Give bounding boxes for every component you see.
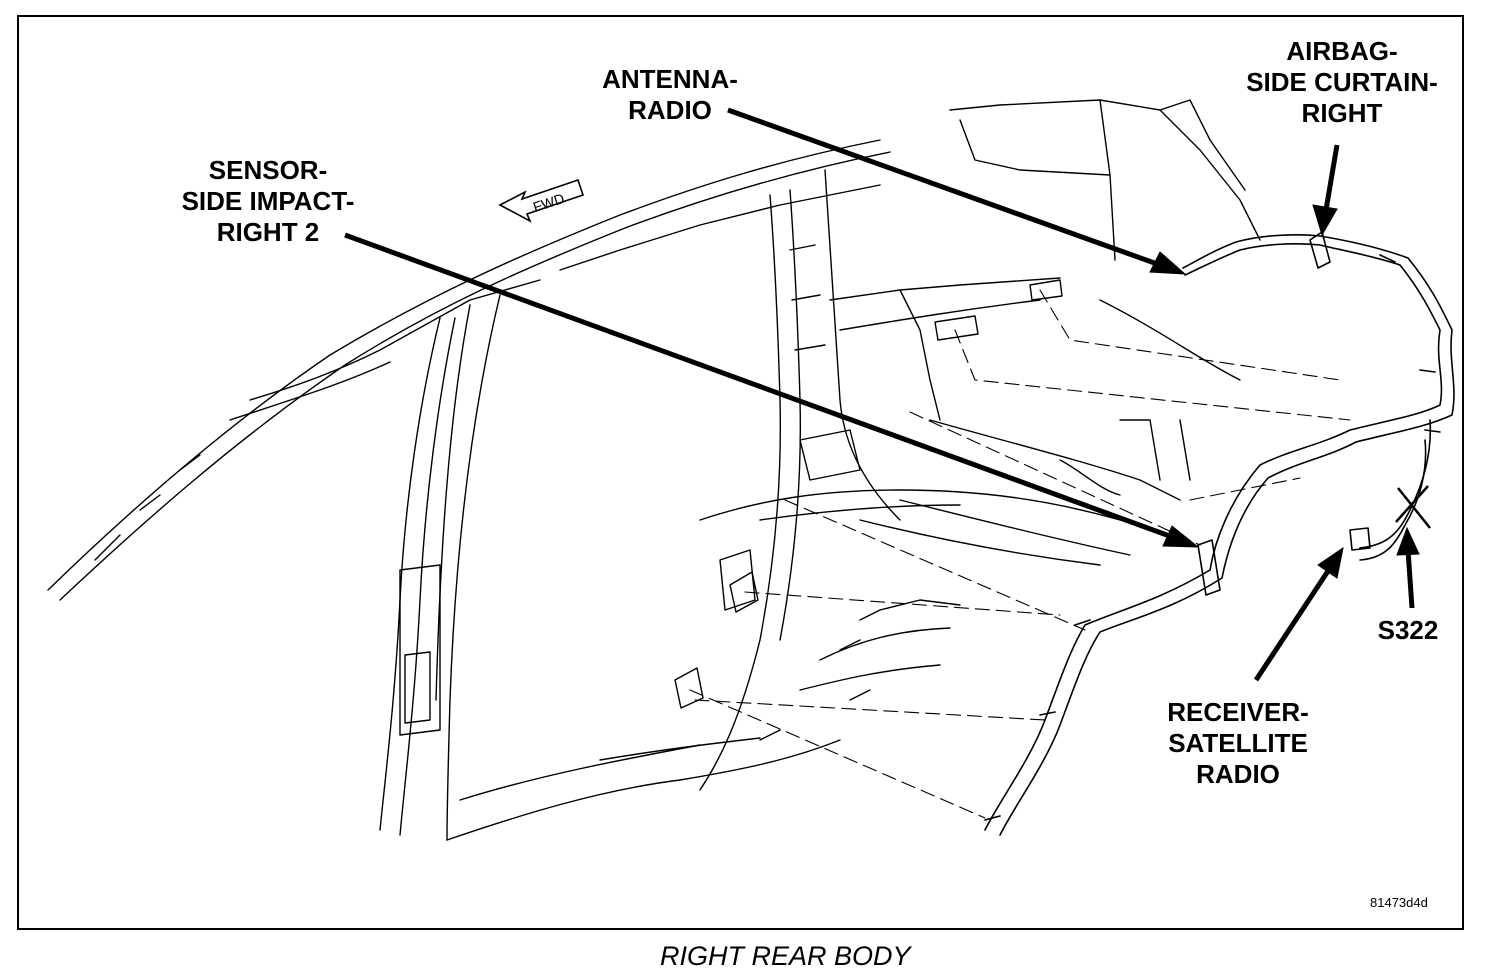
receiver-leader-line: [1253, 566, 1333, 682]
figure-code: 81473d4d: [1370, 895, 1428, 910]
callout-receiver-satellite-radio: RECEIVER- SATELLITE RADIO: [1167, 697, 1309, 789]
splice-cross-mark: [1395, 485, 1431, 529]
fwd-arrow-icon: FWD: [498, 178, 585, 223]
roof-rail: [47, 139, 891, 601]
antenna-arrowhead: [1149, 251, 1187, 275]
callout-splice-s322: S322: [1377, 615, 1439, 645]
c-pillar: [699, 169, 901, 791]
receiver-arrowhead: [1317, 546, 1344, 579]
callout-arrows: [344, 107, 1420, 682]
airbag-leader-line: [1323, 144, 1340, 211]
wiring-harness: [984, 231, 1455, 836]
figure-caption: RIGHT REAR BODY: [660, 941, 911, 971]
attach-leaders: [689, 289, 1351, 819]
figure-frame: [17, 15, 1464, 930]
floor-pan: [599, 489, 1121, 761]
antenna-leader-line: [727, 107, 1161, 268]
airbag-arrowhead: [1312, 204, 1338, 237]
splice-leader-line: [1405, 549, 1415, 609]
splice-arrowhead: [1396, 526, 1420, 556]
quarter-inner: [829, 99, 1261, 566]
callout-sensor-side-impact-right-2: SENSOR- SIDE IMPACT- RIGHT 2: [181, 155, 355, 247]
callout-antenna-radio: ANTENNA- RADIO: [602, 64, 738, 125]
door-opening: [379, 294, 841, 841]
sensor-arrowhead: [1162, 525, 1200, 548]
callout-airbag-side-curtain-right: AIRBAG- SIDE CURTAIN- RIGHT: [1246, 36, 1438, 128]
sensor-leader-line: [344, 232, 1176, 541]
wire-clips: [674, 279, 1063, 709]
